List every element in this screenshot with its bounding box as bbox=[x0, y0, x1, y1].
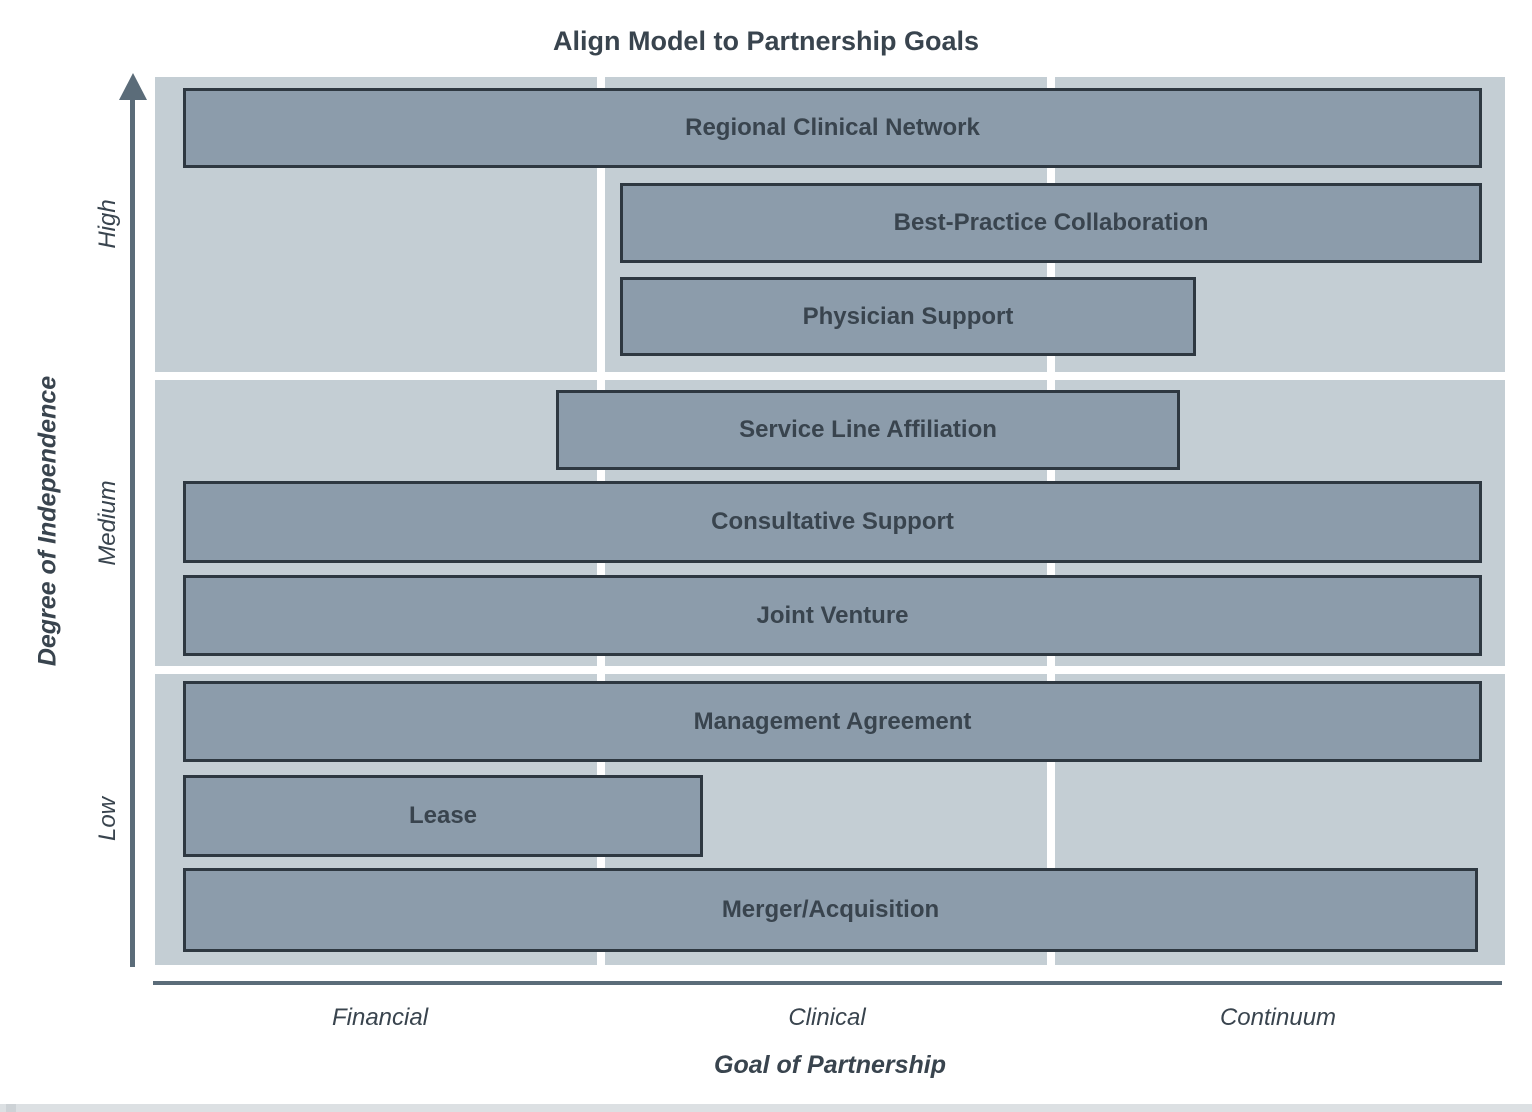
model-bar: Physician Support bbox=[620, 277, 1196, 356]
model-bar-label: Regional Clinical Network bbox=[685, 114, 980, 141]
model-bar: Service Line Affiliation bbox=[556, 390, 1180, 470]
page-footer-accent bbox=[6, 1104, 16, 1112]
model-bar: Management Agreement bbox=[183, 681, 1482, 762]
model-bar-label: Consultative Support bbox=[711, 508, 954, 535]
y-tick-medium: Medium bbox=[94, 480, 121, 566]
y-tick-low: Low bbox=[94, 796, 121, 842]
x-axis-title: Goal of Partnership bbox=[714, 1051, 946, 1079]
x-tick-financial: Financial bbox=[331, 1004, 429, 1031]
y-axis-title: Degree of Independence bbox=[33, 375, 62, 667]
model-bar-label: Joint Venture bbox=[756, 601, 909, 629]
model-bar: Consultative Support bbox=[183, 481, 1482, 563]
y-axis-arrowhead-icon bbox=[119, 73, 147, 100]
model-bar: Best-Practice Collaboration bbox=[620, 183, 1482, 263]
model-bar-label: Service Line Affiliation bbox=[739, 416, 997, 443]
chart-title: Align Model to Partnership Goals bbox=[552, 26, 980, 56]
model-bar: Regional Clinical Network bbox=[183, 88, 1482, 168]
y-axis-line bbox=[130, 96, 135, 967]
x-tick-clinical: Clinical bbox=[788, 1004, 866, 1031]
page-footer-strip bbox=[0, 1104, 1532, 1112]
model-bar-label: Physician Support bbox=[802, 302, 1014, 330]
model-bar-label: Management Agreement bbox=[693, 707, 972, 735]
x-tick-continuum: Continuum bbox=[1219, 1004, 1337, 1031]
model-bar: Lease bbox=[183, 775, 703, 857]
model-bar: Joint Venture bbox=[183, 575, 1482, 656]
model-bar-label: Lease bbox=[408, 802, 478, 829]
y-tick-high: High bbox=[94, 199, 121, 249]
x-axis-line bbox=[153, 981, 1502, 985]
model-bar: Merger/Acquisition bbox=[183, 868, 1478, 952]
model-bar-label: Merger/Acquisition bbox=[721, 896, 940, 923]
model-bar-label: Best-Practice Collaboration bbox=[893, 209, 1209, 236]
